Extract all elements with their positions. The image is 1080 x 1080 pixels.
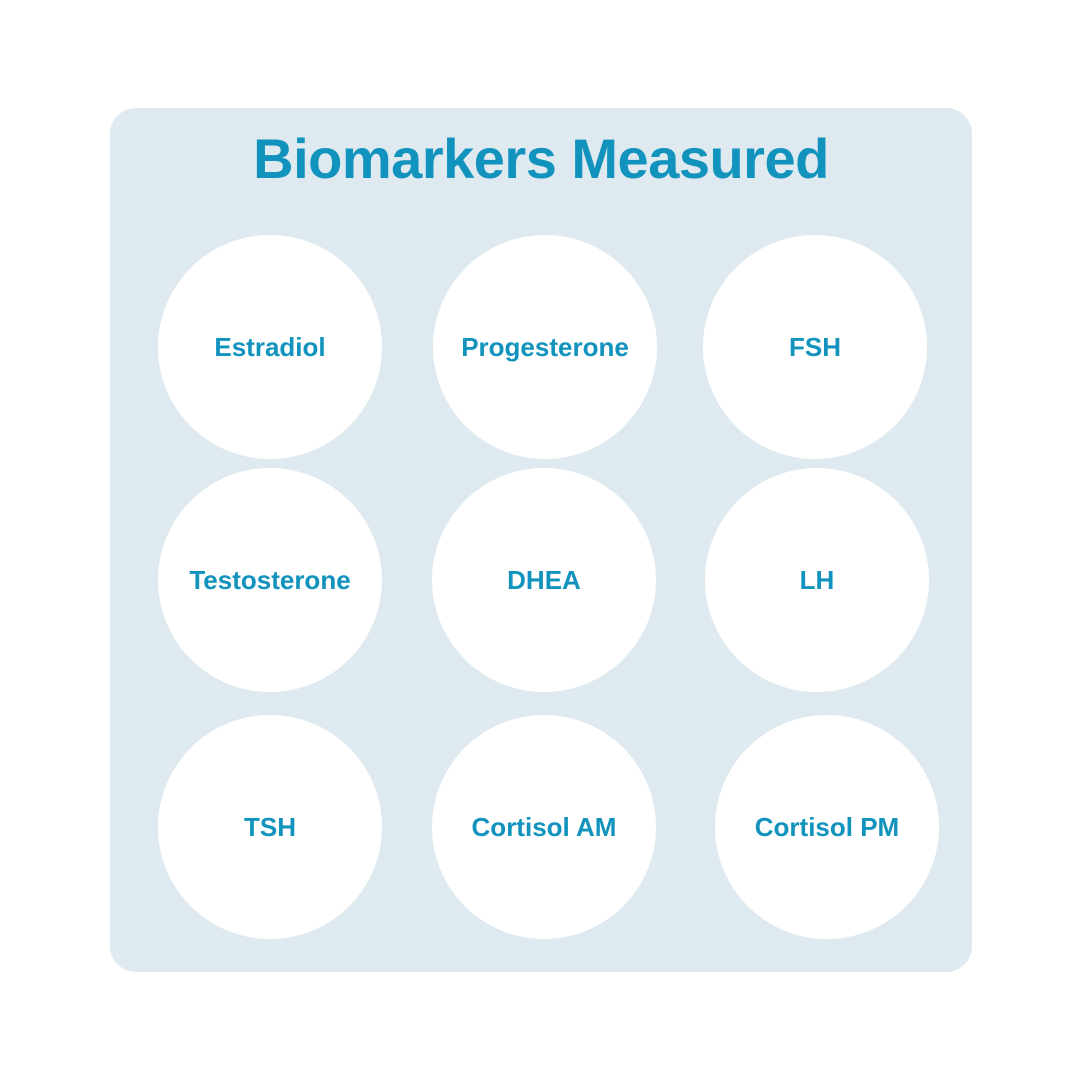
biomarker-cell[interactable]: DHEA [432, 468, 656, 692]
biomarker-label: Cortisol AM [471, 812, 617, 842]
page-title: Biomarkers Measured [253, 127, 829, 190]
biomarker-bubble[interactable]: TSH [158, 715, 382, 939]
biomarker-cell[interactable]: Testosterone [158, 468, 382, 692]
biomarker-cell[interactable]: FSH [703, 235, 927, 459]
biomarker-label: TSH [244, 812, 296, 842]
biomarker-bubble[interactable]: FSH [703, 235, 927, 459]
biomarker-label: Testosterone [189, 565, 351, 595]
biomarker-bubble[interactable]: Cortisol AM [432, 715, 656, 939]
biomarker-cell[interactable]: Estradiol [158, 235, 382, 459]
biomarker-label: FSH [789, 332, 841, 362]
biomarker-label: Estradiol [214, 332, 326, 362]
biomarker-bubble[interactable]: Progesterone [433, 235, 657, 459]
biomarker-cell[interactable]: Cortisol AM [432, 715, 656, 939]
biomarker-cell[interactable]: Cortisol PM [715, 715, 939, 939]
biomarker-bubble[interactable]: Estradiol [158, 235, 382, 459]
biomarker-cell[interactable]: LH [705, 468, 929, 692]
biomarker-grid: Estradiol Progesterone FSH Testosterone [110, 226, 972, 966]
biomarker-bubble[interactable]: DHEA [432, 468, 656, 692]
biomarker-cell[interactable]: Progesterone [433, 235, 657, 459]
biomarkers-panel: Biomarkers Measured Estradiol Progestero… [110, 108, 972, 972]
biomarker-bubble[interactable]: Cortisol PM [715, 715, 939, 939]
biomarker-bubble[interactable]: LH [705, 468, 929, 692]
biomarker-cell[interactable]: TSH [158, 715, 382, 939]
biomarker-label: DHEA [507, 565, 581, 595]
biomarker-label: LH [799, 565, 835, 595]
biomarker-bubble[interactable]: Testosterone [158, 468, 382, 692]
biomarker-label: Cortisol PM [754, 812, 900, 842]
biomarker-label: Progesterone [461, 332, 629, 362]
